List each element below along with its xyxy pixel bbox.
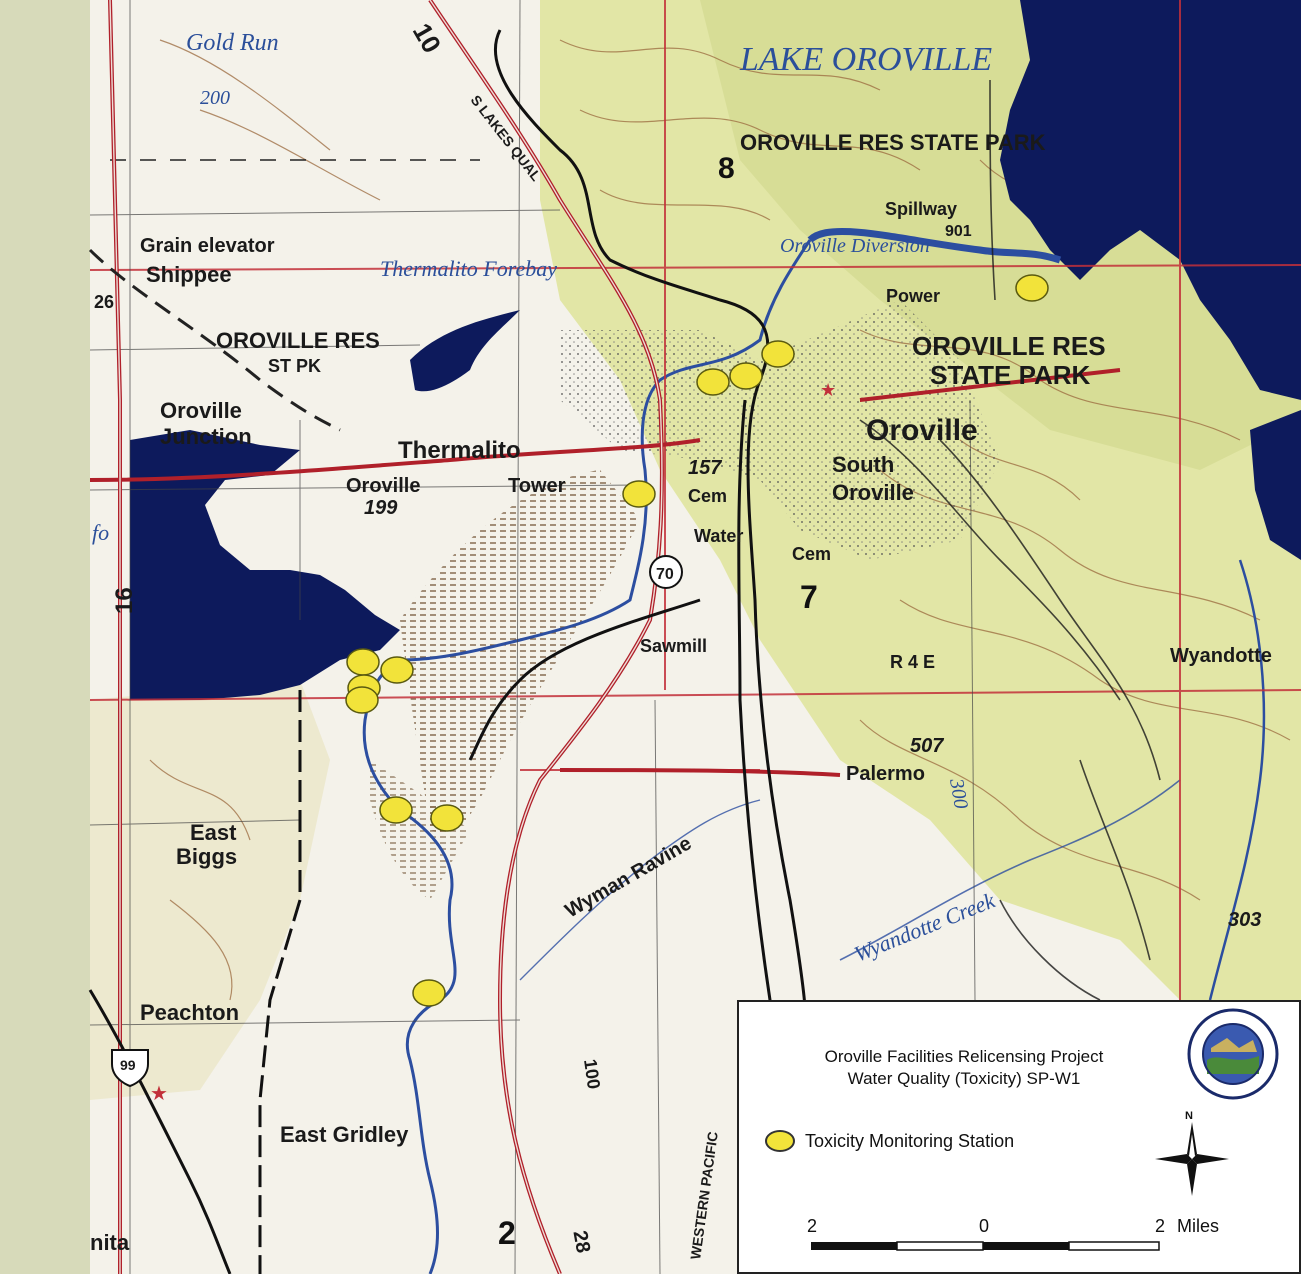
svg-text:OROVILLE RES: OROVILLE RES <box>912 331 1106 361</box>
svg-text:28: 28 <box>568 1229 594 1255</box>
svg-text:R 4 E: R 4 E <box>890 652 935 672</box>
svg-text:LAKE OROVILLE: LAKE OROVILLE <box>739 41 992 78</box>
scale-right-label: 2 <box>1155 1216 1165 1236</box>
svg-text:Thermalito: Thermalito <box>398 437 521 464</box>
svg-text:Junction: Junction <box>160 424 252 449</box>
north-label: N <box>1185 1110 1193 1122</box>
svg-text:OROVILLE RES: OROVILLE RES <box>216 328 380 353</box>
legend-entry-station: Toxicity Monitoring Station <box>765 1130 1014 1152</box>
legend-title-line1: Oroville Facilities Relicensing Project <box>824 1047 1104 1066</box>
svg-text:16: 16 <box>111 587 138 614</box>
route-99-shield <box>111 1049 149 1088</box>
svg-text:★: ★ <box>820 380 836 400</box>
toxicity-station[interactable] <box>412 979 446 1007</box>
svg-text:nita: nita <box>90 1230 130 1255</box>
legend-title-line2: Water Quality (Toxicity) SP-W1 <box>847 1069 1081 1088</box>
thermalito-afterbay <box>130 430 400 700</box>
svg-text:Palermo: Palermo <box>846 763 925 785</box>
svg-text:507: 507 <box>910 735 944 757</box>
svg-text:South: South <box>832 452 894 477</box>
svg-text:ST PK: ST PK <box>268 356 321 376</box>
scale-mid-label: 0 <box>979 1216 989 1236</box>
svg-text:901: 901 <box>945 223 972 240</box>
svg-text:Peachton: Peachton <box>140 1000 239 1025</box>
svg-text:Biggs: Biggs <box>176 844 237 869</box>
svg-text:fo: fo <box>92 520 109 545</box>
urban-area-oroville <box>560 300 1000 560</box>
north-arrow-icon <box>1155 1122 1229 1196</box>
thermalito-forebay <box>410 310 520 392</box>
svg-text:★: ★ <box>150 1083 168 1105</box>
svg-text:Oroville Diversion: Oroville Diversion <box>780 235 930 257</box>
svg-text:Oroville: Oroville <box>160 398 242 423</box>
svg-text:70: 70 <box>656 566 674 583</box>
legend-entry-label: Toxicity Monitoring Station <box>805 1130 1015 1151</box>
svg-text:Grain elevator: Grain elevator <box>140 235 275 257</box>
toxicity-station[interactable] <box>761 340 795 368</box>
svg-text:Wyandotte: Wyandotte <box>1170 645 1272 667</box>
svg-text:2: 2 <box>498 1215 516 1251</box>
scale-left-label: 2 <box>807 1216 817 1236</box>
toxicity-station[interactable] <box>430 804 464 832</box>
svg-text:Power: Power <box>886 286 940 306</box>
lake-oroville <box>1000 0 1301 400</box>
svg-text:7: 7 <box>800 579 818 615</box>
svg-text:Oroville: Oroville <box>346 475 420 497</box>
scale-unit-label: Miles <box>1177 1216 1219 1236</box>
toxicity-station[interactable] <box>622 480 656 508</box>
toxicity-stations <box>345 274 1049 1007</box>
svg-text:East: East <box>190 820 237 845</box>
svg-text:303: 303 <box>1228 909 1261 931</box>
station-symbol-icon <box>765 1130 795 1152</box>
svg-text:OROVILLE RES STATE PARK: OROVILLE RES STATE PARK <box>740 130 1046 155</box>
svg-text:Cem: Cem <box>792 544 831 564</box>
toxicity-station[interactable] <box>379 796 413 824</box>
svg-text:26: 26 <box>94 292 114 312</box>
svg-text:200: 200 <box>200 87 230 109</box>
svg-text:Shippee: Shippee <box>146 262 232 287</box>
svg-text:157: 157 <box>688 457 722 479</box>
svg-text:Water: Water <box>694 526 743 546</box>
toxicity-station[interactable] <box>696 368 730 396</box>
svg-text:East Gridley: East Gridley <box>280 1122 409 1147</box>
svg-text:STATE PARK: STATE PARK <box>930 360 1091 390</box>
toxicity-station[interactable] <box>346 648 380 676</box>
svg-text:Thermalito Forebay: Thermalito Forebay <box>380 256 557 281</box>
svg-text:300: 300 <box>945 776 972 810</box>
diversion-channel <box>807 227 1062 264</box>
scale-bar: 2 0 2 Miles <box>807 1216 1219 1251</box>
svg-text:8: 8 <box>718 152 735 185</box>
svg-text:Spillway: Spillway <box>885 199 957 219</box>
svg-text:Tower: Tower <box>508 475 566 497</box>
map-symbols: ★ ★ <box>150 380 836 1105</box>
legend-title: Oroville Facilities Relicensing Project … <box>749 1046 1179 1090</box>
dredge-tailings <box>400 470 640 833</box>
dwr-seal-icon <box>1187 1008 1279 1100</box>
svg-text:Cem: Cem <box>688 486 727 506</box>
toxicity-station[interactable] <box>345 686 379 714</box>
toxicity-station[interactable] <box>729 362 763 390</box>
svg-text:99: 99 <box>120 1057 136 1073</box>
svg-text:Oroville: Oroville <box>832 480 914 505</box>
toxicity-station[interactable] <box>380 656 414 684</box>
svg-text:100: 100 <box>580 1058 604 1091</box>
map-legend: Oroville Facilities Relicensing Project … <box>737 1000 1301 1274</box>
svg-text:Gold Run: Gold Run <box>186 30 279 56</box>
svg-text:199: 199 <box>364 497 398 519</box>
feather-river <box>362 239 812 1274</box>
svg-text:Oroville: Oroville <box>866 414 978 447</box>
toxicity-station[interactable] <box>1015 274 1049 302</box>
route-70-shield <box>649 555 683 589</box>
svg-text:Sawmill: Sawmill <box>640 636 707 656</box>
